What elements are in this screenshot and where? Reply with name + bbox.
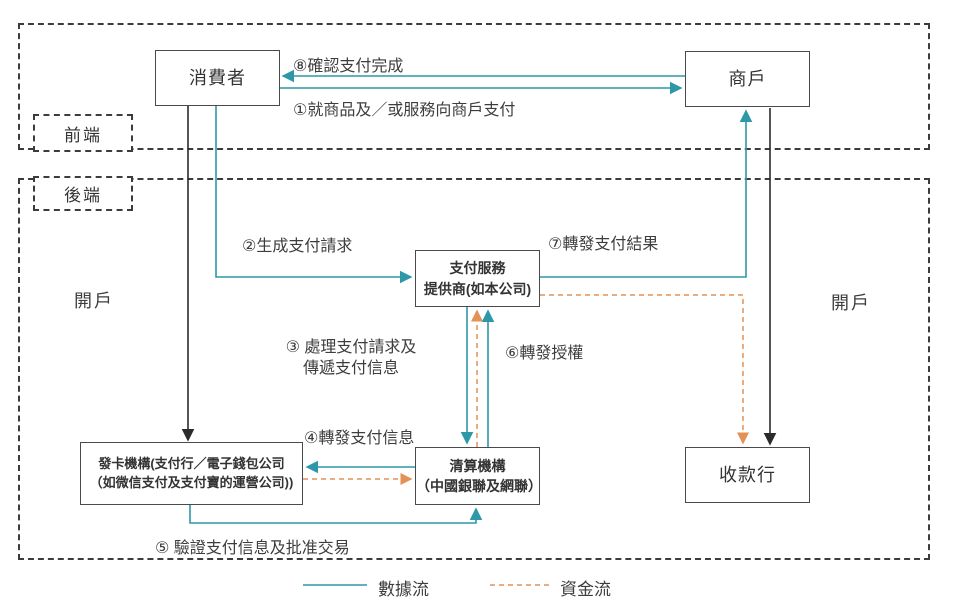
step1-label: ①就商品及／或服務向商戶支付 (293, 102, 516, 119)
step5-label: ⑤ 驗證支付信息及批准交易 (155, 540, 350, 557)
open-account-left-label: 開戶 (74, 291, 114, 311)
open-account-lines (181, 106, 777, 446)
node-acquiring-bank: 收款行 (685, 447, 810, 503)
consumer-label: 消費者 (189, 67, 246, 88)
node-consumer: 消費者 (155, 50, 280, 106)
node-payment-service-provider: 支付服務 提供商(如本公司) (415, 250, 540, 307)
step7-line (540, 109, 753, 278)
merchant-label: 商戶 (728, 68, 767, 89)
step7-label: ⑦轉發支付結果 (548, 236, 659, 253)
clearing-label-line2: （中國銀聯及網聯） (416, 478, 542, 494)
front-end-region (18, 23, 930, 150)
step2-label: ②生成支付請求 (242, 238, 353, 255)
back-end-region (18, 178, 930, 560)
node-merchant: 商戶 (685, 51, 810, 107)
issuer-label-line2: （如微信支付及支付寶的運營公司)) (89, 474, 294, 490)
node-clearing-house: 清算機構 （中國銀聯及網聯） (415, 447, 542, 505)
psp-label-line1: 支付服務 (449, 260, 506, 277)
back-end-label-text: 後端 (64, 186, 102, 205)
step2-line (215, 106, 413, 284)
front-end-region-label: 前端 (33, 114, 133, 152)
step3-label-line1: ③ 處理支付請求及 (285, 339, 417, 356)
node-card-issuer: 發卡機構(支付行／電子錢包公司 （如微信支付及支付寶的運營公司)) (80, 442, 303, 505)
funds-flow-lines (303, 294, 749, 586)
legend-data-flow-label: 數據流 (378, 580, 429, 599)
step3-label: ③ 處理支付請求及 傳遞支付信息 (266, 337, 436, 379)
clearing-label-line1: 清算機構 (449, 457, 506, 474)
acquirer-label: 收款行 (719, 464, 776, 485)
legend-funds-flow-label: 資金流 (560, 580, 611, 599)
step6-label: ⑥轉發授權 (505, 345, 584, 362)
step3-label-line2: 傳遞支付信息 (302, 360, 399, 377)
issuer-label-line1: 發卡機構(支付行／電子錢包公司 (98, 455, 285, 471)
step4-label: ④轉發支付信息 (304, 430, 415, 447)
back-end-region-label: 後端 (33, 176, 133, 211)
open-account-right-label: 開戶 (831, 293, 871, 313)
psp-label-line2: 提供商(如本公司) (423, 280, 532, 297)
psp-to-acquirer-funds-line (540, 294, 749, 445)
step8-label: ⑧確認支付完成 (293, 58, 404, 75)
data-flow-lines (189, 69, 753, 586)
step5-line (189, 505, 483, 524)
front-end-label-text: 前端 (64, 125, 102, 145)
